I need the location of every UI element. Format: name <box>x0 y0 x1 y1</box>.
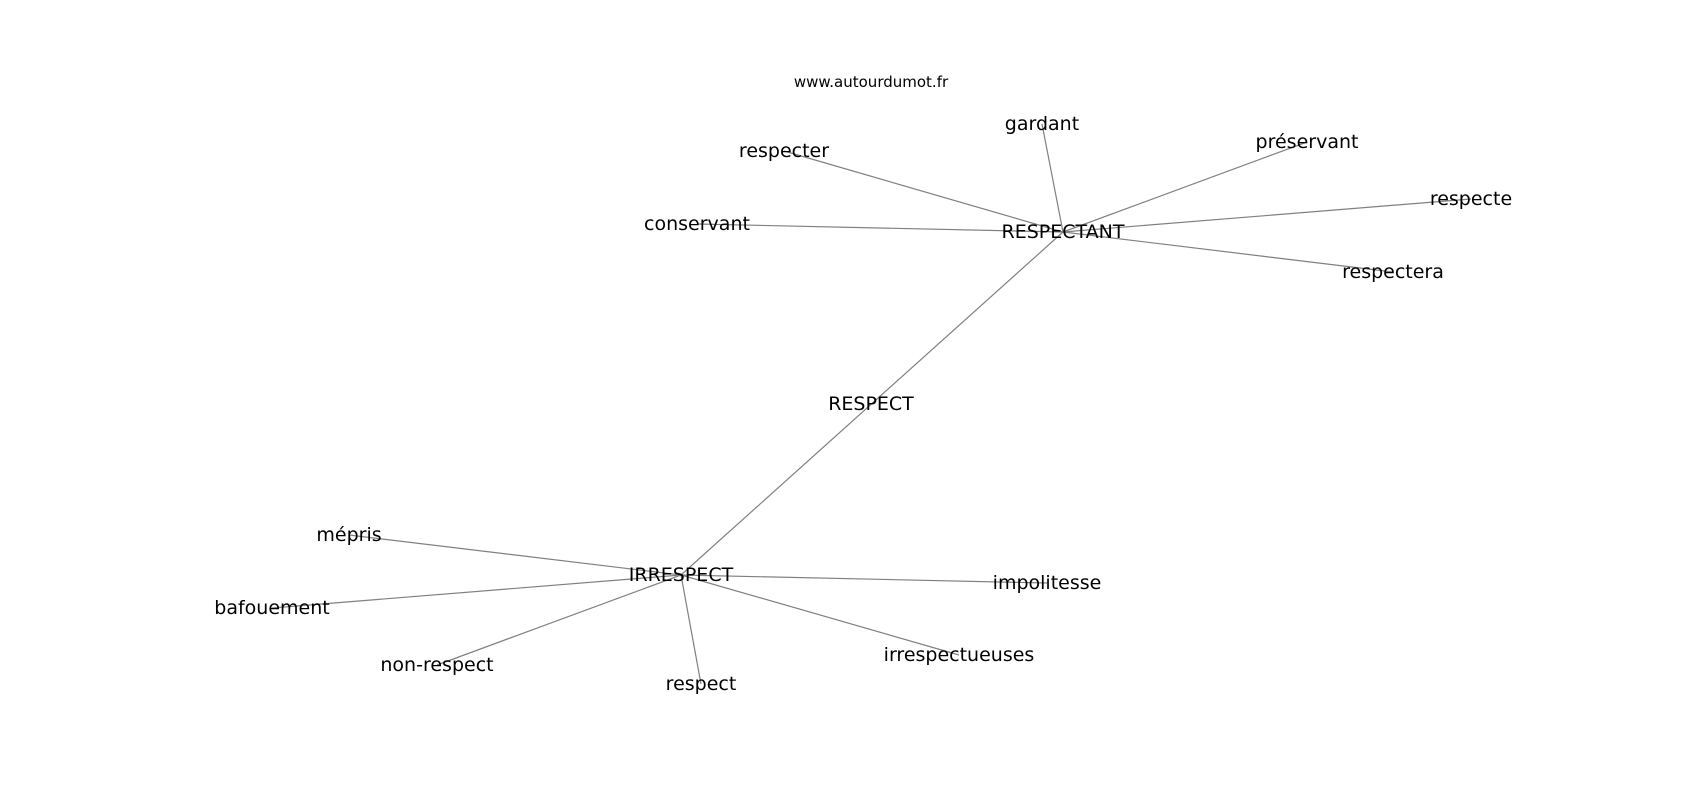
node-respect: respect <box>666 673 737 695</box>
node-respectera: respectera <box>1342 261 1444 283</box>
node-irrespectueuses: irrespectueuses <box>884 644 1035 666</box>
edge-respectant-respectera <box>1062 231 1394 273</box>
node-gardant: gardant <box>1005 113 1079 135</box>
node-mepris: mépris <box>316 524 381 546</box>
node-bafouement: bafouement <box>214 597 329 619</box>
edge-respectant-conservant <box>696 223 1064 233</box>
watermark-text: www.autourdumot.fr <box>794 73 949 91</box>
edge-irrespect-respect <box>680 574 702 685</box>
node-respecte: respecte <box>1430 188 1512 210</box>
edge-irrespect-non_respect <box>436 574 682 666</box>
node-impolitesse: impolitesse <box>993 572 1102 594</box>
node-respect-hub: RESPECT <box>828 393 914 415</box>
edges-layer <box>271 123 1472 685</box>
edge-respectant-irrespect <box>680 231 1064 576</box>
edge-respectant-respecter <box>783 150 1064 233</box>
edge-irrespect-bafouement <box>271 574 682 609</box>
node-preservant: préservant <box>1256 131 1359 153</box>
edge-irrespect-mepris <box>348 534 682 576</box>
edge-respectant-respecte <box>1062 198 1472 233</box>
node-irrespect: IRRESPECT <box>629 564 734 586</box>
node-respecter: respecter <box>739 140 829 162</box>
nodes-layer: RESPECT RESPECTANT IRRESPECT gardant respect… <box>214 113 1512 695</box>
edge-respectant-preservant <box>1062 141 1308 233</box>
edge-irrespect-impolitesse <box>680 574 1048 584</box>
node-non-respect: non-respect <box>380 654 493 676</box>
node-conservant: conservant <box>644 213 750 235</box>
edge-respectant-gardant <box>1041 123 1064 233</box>
edge-irrespect-irrespectueuses <box>680 574 960 656</box>
node-respectant: RESPECTANT <box>1002 221 1125 243</box>
